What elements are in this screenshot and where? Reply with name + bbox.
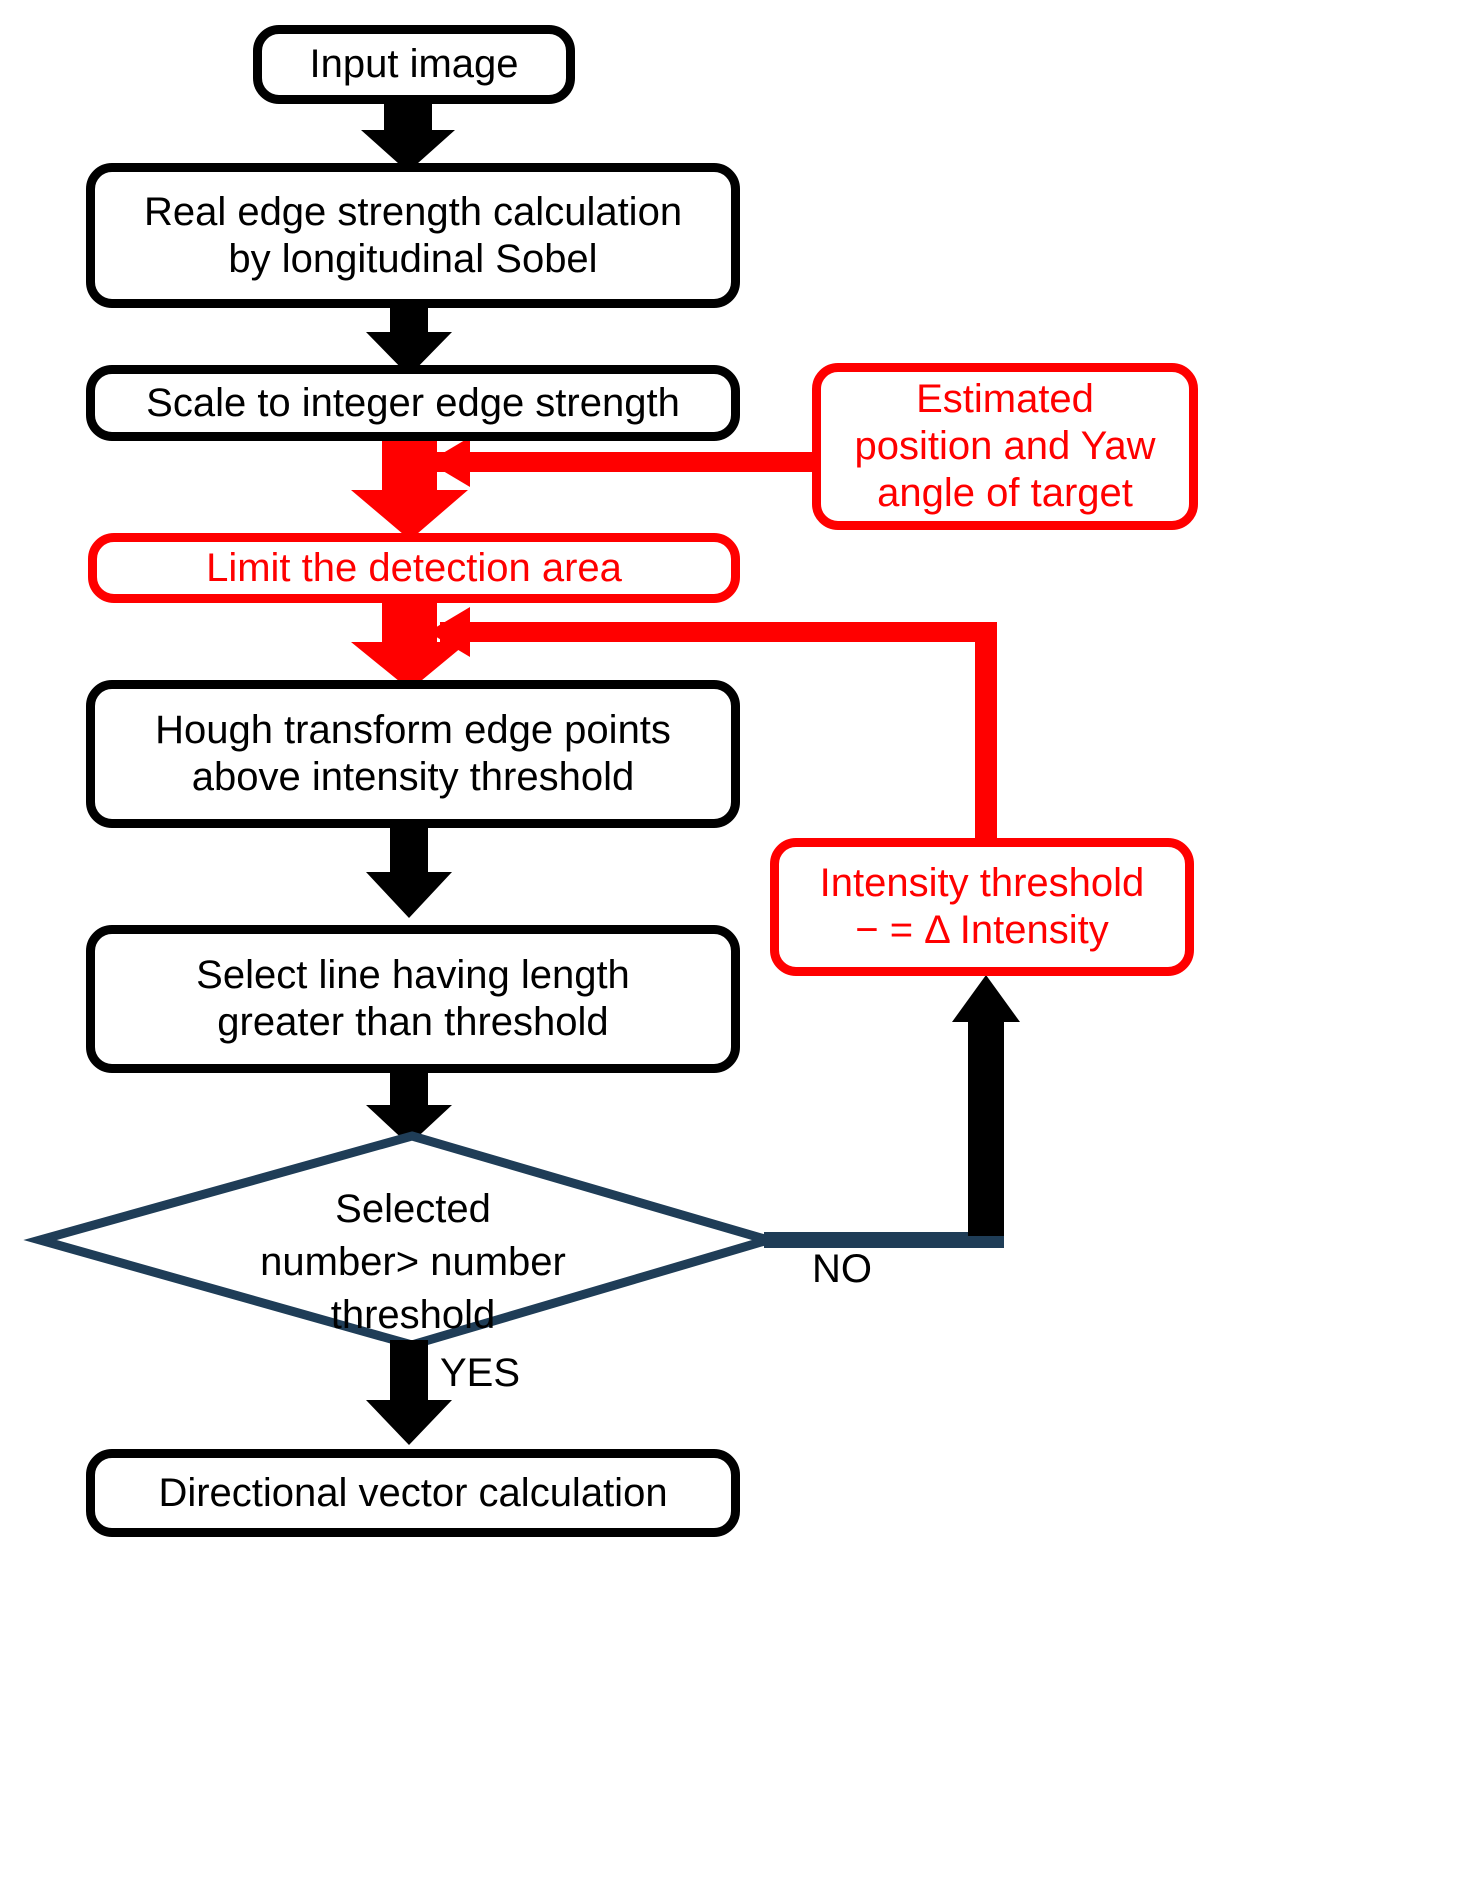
arrow-intensity-feedback: [428, 607, 997, 844]
edge-label-yes: YES: [440, 1351, 521, 1395]
arrow-estimated-to-limit: [428, 437, 815, 487]
node-estimated-position-and-yaw[interactable]: Estimated position and Yaw angle of targ…: [812, 363, 1198, 530]
arrow-no-branch: [764, 975, 1020, 1248]
node-limit-detection-area[interactable]: Limit the detection area: [88, 533, 740, 603]
arrow-scale-to-limit: [351, 441, 468, 540]
node-input-image[interactable]: Input image: [253, 25, 575, 104]
node-hough-transform-edge-points[interactable]: Hough transform edge points above intens…: [86, 680, 740, 828]
arrow-limit-to-hough: [351, 603, 468, 690]
node-intensity-threshold-decrement[interactable]: Intensity threshold − = Δ Intensity: [770, 838, 1194, 976]
node-select-line-having-length[interactable]: Select line having length greater than t…: [86, 925, 740, 1073]
arrow-hough-to-select: [366, 828, 452, 918]
decision-diamond: [23, 1131, 784, 1350]
arrow-yes-branch: [366, 1340, 452, 1445]
arrow-sobel-to-scale: [366, 308, 452, 376]
arrow-select-to-decision: [366, 1073, 452, 1145]
node-real-edge-strength-calculation[interactable]: Real edge strength calculation by longit…: [86, 163, 740, 308]
arrow-input-to-sobel: [361, 104, 455, 172]
edge-label-no: NO: [812, 1247, 872, 1291]
node-directional-vector-calculation[interactable]: Directional vector calculation: [86, 1449, 740, 1537]
node-scale-to-integer-edge-strength[interactable]: Scale to integer edge strength: [86, 365, 740, 441]
